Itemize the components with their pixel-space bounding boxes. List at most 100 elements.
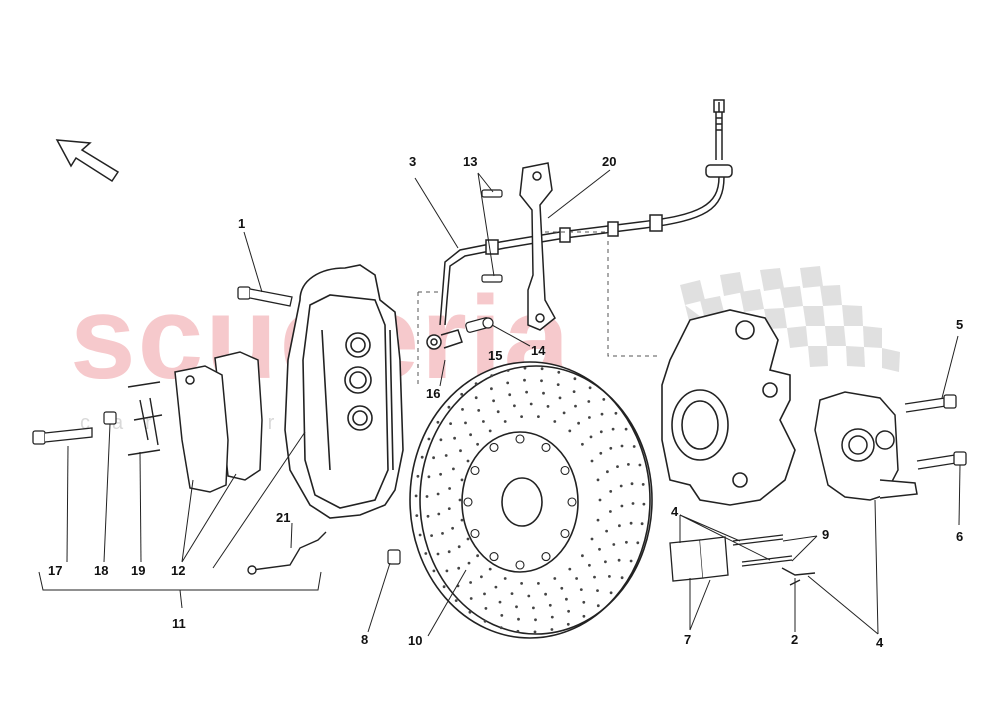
disc-hole [596, 518, 600, 522]
disc-hole [494, 585, 498, 589]
disc-hole [458, 498, 462, 502]
dashed-guide [417, 231, 660, 385]
arrow-up-left-icon [55, 139, 120, 183]
disc-hole [606, 470, 609, 474]
callout-18: 18 [94, 563, 109, 578]
bolt-17 [32, 427, 93, 445]
disc-hole [439, 472, 442, 476]
hub-bolt [463, 497, 473, 507]
callout-21: 21 [276, 510, 291, 525]
hub-bolt [541, 552, 551, 562]
disc-hole [460, 392, 464, 396]
disc-hole [550, 628, 554, 631]
disc-hole [439, 438, 443, 442]
callout-9: 9 [822, 527, 830, 542]
disc-hole [523, 366, 527, 370]
disc-hole [609, 446, 613, 450]
disc-hole [467, 561, 471, 565]
hub-bolt [470, 465, 480, 476]
disc-hole [476, 554, 479, 558]
disc-hole [612, 543, 616, 546]
disc-hole [605, 529, 608, 533]
brake-pads [174, 351, 263, 493]
disc-hole [508, 393, 512, 397]
hub-bolt [515, 560, 525, 570]
callout-6: 6 [956, 529, 964, 544]
disc-hole [426, 514, 430, 518]
disc-hole [604, 560, 607, 564]
callout-20: 20 [602, 154, 617, 169]
disc-hole [515, 605, 518, 609]
hose-bracket [519, 162, 556, 331]
disc-hole [427, 437, 431, 441]
disc-hole [618, 524, 621, 528]
disc-hole [532, 606, 535, 610]
disc-hole [460, 518, 464, 522]
disc-hole [556, 383, 560, 386]
hub-bolt [567, 497, 577, 507]
shim-plate [669, 536, 729, 582]
disc-hole [572, 390, 576, 393]
disc-hole [468, 610, 472, 614]
disc-hole [611, 427, 615, 431]
disc-hole [582, 614, 586, 618]
disc-hole [488, 567, 492, 571]
disc-hole [490, 374, 494, 378]
disc-hole [577, 421, 580, 425]
disc-hole [425, 495, 429, 498]
disc-hole [432, 569, 436, 573]
disc-hole [418, 533, 422, 537]
disc-hole [527, 594, 531, 598]
callout-15: 15 [488, 348, 503, 363]
callout-14: 14 [531, 343, 546, 358]
disc-hole [575, 577, 578, 580]
bolts-5-6 [904, 394, 967, 470]
disc-hole [474, 396, 478, 400]
fittings-14-15 [465, 317, 494, 333]
disc-hole [620, 444, 624, 448]
disc-hole [631, 502, 635, 505]
hub-bolt [470, 528, 480, 539]
disc-hole [624, 427, 628, 431]
disc-hole [437, 512, 441, 516]
disc-hole [520, 582, 523, 585]
retaining-clip [781, 567, 816, 586]
callout-10: 10 [408, 633, 423, 648]
disc-hole [640, 522, 644, 526]
disc-hole [503, 420, 507, 423]
disc-hole [557, 370, 561, 374]
disc-hole [442, 585, 446, 589]
disc-hole [500, 614, 504, 617]
disc-hole [596, 604, 600, 608]
disc-hole [560, 586, 564, 590]
disc-hole [566, 622, 570, 626]
disc-hole [540, 379, 543, 383]
disc-hole [447, 550, 451, 554]
disc-hole [620, 576, 624, 580]
disc-hole [414, 494, 418, 498]
disc-hole [506, 369, 510, 372]
disc-hole [553, 577, 557, 580]
disc-hole [629, 521, 633, 525]
disc-hole [629, 559, 633, 563]
disc-hole [480, 575, 483, 579]
disc-hole [636, 541, 640, 545]
disc-hole [517, 617, 520, 621]
disc-hole [638, 463, 642, 467]
disc-hole [617, 558, 621, 562]
disc-hole [553, 420, 557, 423]
hub-bolt [560, 465, 570, 476]
callout-7: 7 [684, 632, 692, 647]
disc-hole [550, 615, 554, 619]
disc-hole [469, 597, 473, 600]
disc-hole [544, 592, 547, 596]
disc-hole [469, 433, 472, 437]
disc-hole [441, 532, 444, 535]
disc-hole [587, 400, 591, 403]
disc-hole [525, 390, 528, 394]
disc-hole [520, 415, 523, 418]
disc-hole [451, 526, 454, 530]
hub-bolt [489, 552, 499, 562]
disc-hole [588, 563, 591, 567]
disc-hole [476, 442, 479, 446]
